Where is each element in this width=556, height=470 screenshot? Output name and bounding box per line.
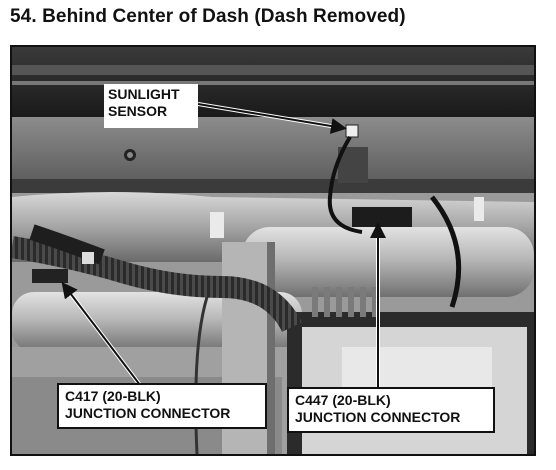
c417-label-line1: C417 (20-BLK) (65, 388, 161, 404)
c447-label-line1: C447 (20-BLK) (295, 392, 391, 408)
c417-connector (32, 269, 68, 283)
right-pipe (242, 227, 534, 297)
c447-callout: C447 (20-BLK) JUNCTION CONNECTOR (287, 387, 495, 433)
page-title: 54. Behind Center of Dash (Dash Removed) (10, 6, 406, 27)
c447-connector (352, 207, 412, 227)
c417-label-line2: JUNCTION CONNECTOR (65, 405, 231, 421)
sunlight-sensor-leader (197, 103, 347, 134)
sensor-wire (327, 135, 363, 234)
c417-leader (61, 281, 141, 386)
c447-label-line2: JUNCTION CONNECTOR (295, 409, 461, 425)
wiring-harness (12, 236, 302, 333)
sunlight-sensor-callout: SUNLIGHT SENSOR (104, 84, 198, 128)
c417-callout: C417 (20-BLK) JUNCTION CONNECTOR (57, 383, 267, 429)
cowl-panel (12, 117, 534, 187)
sunlight-sensor-label-line1: SUNLIGHT (108, 86, 180, 102)
sunlight-sensor-label-line2: SENSOR (108, 103, 168, 119)
